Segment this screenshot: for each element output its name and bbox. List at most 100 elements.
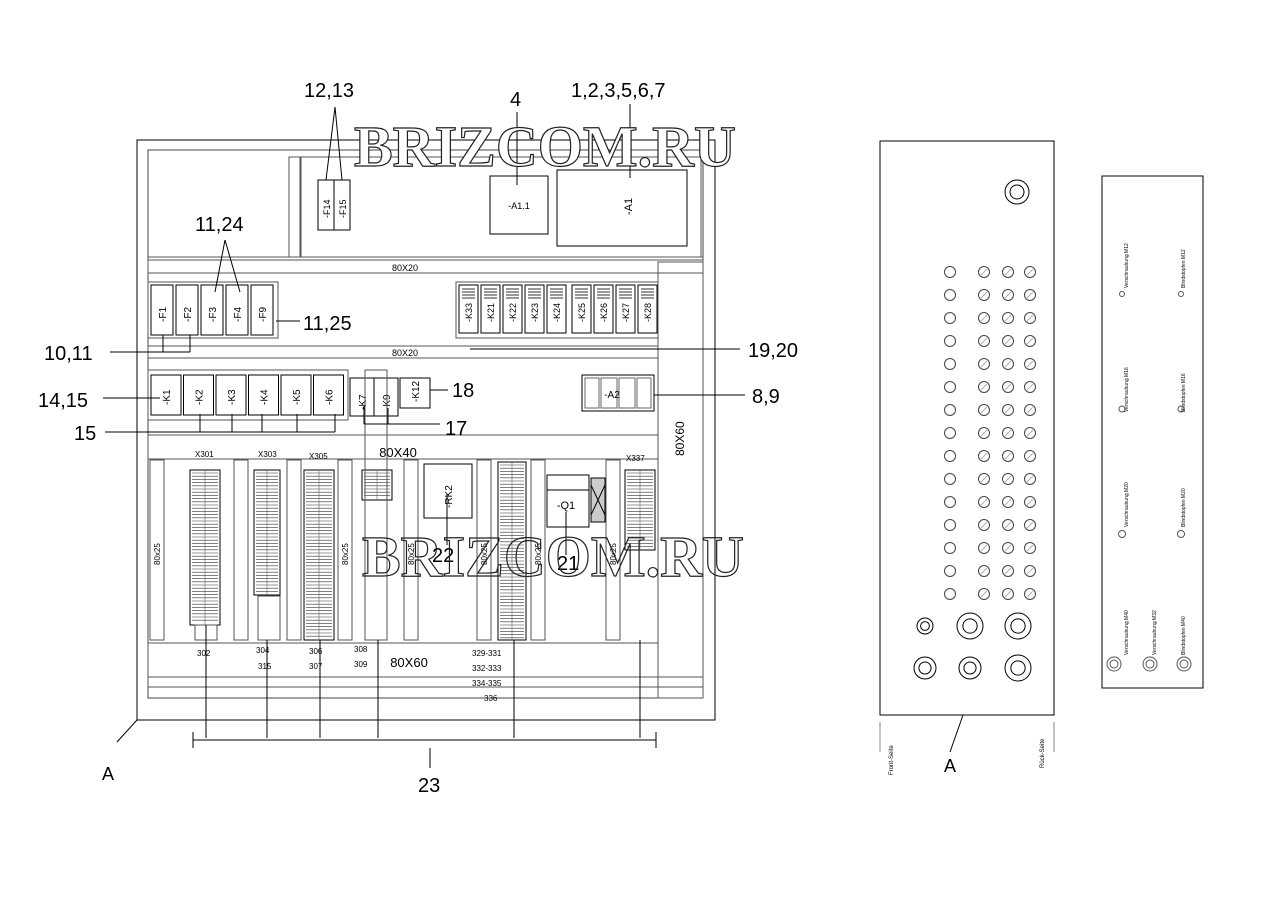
gland-hole: [1024, 542, 1036, 554]
gland-plate-legend: Verschraubung M12 Blindstopfen M12 Versc…: [1101, 175, 1204, 689]
callouts: 12,13 4 1,2,3,5,6,7 11,24 11,25 10,11 19…: [38, 80, 956, 797]
relay-k12: -K12: [399, 377, 431, 409]
duct-80x60-bottom: 80X60: [147, 642, 704, 688]
callout-1-7: 1,2,3,5,6,7: [571, 80, 666, 102]
q1-label: -Q1: [557, 500, 575, 512]
gland-hole-large: [1004, 612, 1032, 640]
a2-label: -A2: [604, 390, 620, 401]
x301-label: X301: [195, 450, 214, 459]
callout-10-11: 10,11: [44, 343, 93, 365]
watermark-middle: BRIZCOM.RU: [362, 524, 744, 589]
gland-hole: [944, 266, 956, 278]
f15-label: -F15: [338, 199, 348, 218]
relay-label: -K26: [599, 303, 609, 322]
a1-1-device: -A1.1: [489, 175, 549, 235]
gland-hole: [1002, 542, 1014, 554]
n304-label: 304: [256, 646, 270, 655]
q1-device: -Q1: [546, 474, 606, 528]
fuse-f4: -F4: [225, 284, 249, 336]
terminal-strip: [253, 469, 281, 596]
callout-18: 18: [452, 380, 474, 402]
gland-hole: [1002, 404, 1014, 416]
terminal-strips: [189, 369, 656, 641]
rk2-device: -RK2: [423, 463, 473, 519]
view-label-left: A: [102, 764, 114, 784]
relay-k28: -K28: [637, 284, 658, 334]
fuse-f9: -F9: [250, 284, 274, 336]
gland-hole: [1024, 381, 1036, 393]
gland-hole: [944, 427, 956, 439]
fuse-label: -F4: [233, 307, 244, 322]
relay-label: -K24: [552, 303, 562, 322]
gland-hole: [1002, 519, 1014, 531]
duct-80x25-label: 80x25: [609, 543, 618, 565]
gland-hole: [1024, 496, 1036, 508]
relay-k21: -K21: [480, 284, 501, 334]
m12-screw-label: Verschraubung M12: [1124, 243, 1130, 288]
gland-hole-large: [958, 656, 982, 680]
relay-k9: -K9: [373, 377, 399, 417]
relay-label: -K25: [577, 303, 587, 322]
gland-hole: [978, 381, 990, 393]
gland-hole: [1004, 179, 1030, 205]
gland-hole: [978, 565, 990, 577]
gland-hole-large: [1004, 654, 1032, 682]
callout-17: 17: [445, 418, 467, 440]
terminal-strip: [361, 469, 393, 501]
gland-hole: [978, 289, 990, 301]
duct-80x20-mid: 80X20: [147, 345, 659, 359]
callout-12-13: 12,13: [304, 80, 354, 102]
callout-22: 22: [432, 545, 454, 567]
gland-hole: [1024, 427, 1036, 439]
duct-80x25-label: 80x25: [153, 543, 162, 565]
relay-k23: -K23: [524, 284, 545, 334]
m20-screw-label: Verschraubung M20: [1124, 482, 1130, 527]
f14-label: -F14: [322, 199, 332, 218]
contactor-k2: -K2: [183, 374, 214, 416]
gland-hole: [1002, 289, 1014, 301]
front-side-label: Front-Seite: [889, 745, 895, 775]
gland-hole: [978, 519, 990, 531]
gland-hole: [944, 358, 956, 370]
duct-80x20-mid-label: 80X20: [392, 348, 418, 358]
duct-80x25-label: 80x25: [480, 543, 489, 565]
duct-80x40-label: 80X40: [379, 445, 417, 460]
relay-k27: -K27: [615, 284, 636, 334]
callout-11-24: 11,24: [195, 214, 244, 236]
duct-80x20-top-label: 80X20: [392, 263, 418, 273]
gland-hole: [1024, 358, 1036, 370]
n307-label: 307: [309, 662, 323, 671]
n332-label: 332-333: [472, 664, 502, 673]
gland-hole: [944, 289, 956, 301]
vertical-duct: 80x25: [530, 459, 546, 641]
gland-hole: [978, 404, 990, 416]
gland-hole: [1024, 289, 1036, 301]
a1-device: -A1: [556, 169, 688, 247]
vertical-duct: 80x25: [149, 459, 165, 641]
gland-hole: [1024, 519, 1036, 531]
gland-hole: [1002, 381, 1014, 393]
contactor-row: -K1-K2-K3-K4-K5-K6 -K7-K9-K12: [147, 369, 431, 421]
x305-label: X305: [309, 452, 328, 461]
fuse-label: -F9: [258, 307, 269, 322]
gland-hole: [1002, 588, 1014, 600]
gland-hole: [944, 519, 956, 531]
fuse-row: -F1-F2-F3-F4-F9: [147, 281, 279, 339]
callout-8-9: 8,9: [752, 386, 780, 408]
relay-label: -K27: [621, 303, 631, 322]
n309-label: 309: [354, 660, 368, 669]
view-label-right: A: [944, 756, 956, 776]
gland-hole: [944, 335, 956, 347]
vertical-duct: [233, 459, 249, 641]
a1-1-label: -A1.1: [508, 201, 530, 211]
leader-lines: [103, 104, 745, 768]
callout-15: 15: [74, 423, 96, 445]
m16-screw-label: Verschraubung M16: [1124, 367, 1130, 412]
n315-label: 315: [258, 662, 272, 671]
relay-k7: -K7: [349, 377, 375, 417]
fuse-f3: -F3: [200, 284, 224, 336]
contactor-label: -K6: [325, 389, 336, 405]
callout-21: 21: [557, 553, 579, 575]
n334-label: 334-335: [472, 679, 502, 688]
watermark-top: BRIZCOM.RU: [354, 114, 736, 179]
